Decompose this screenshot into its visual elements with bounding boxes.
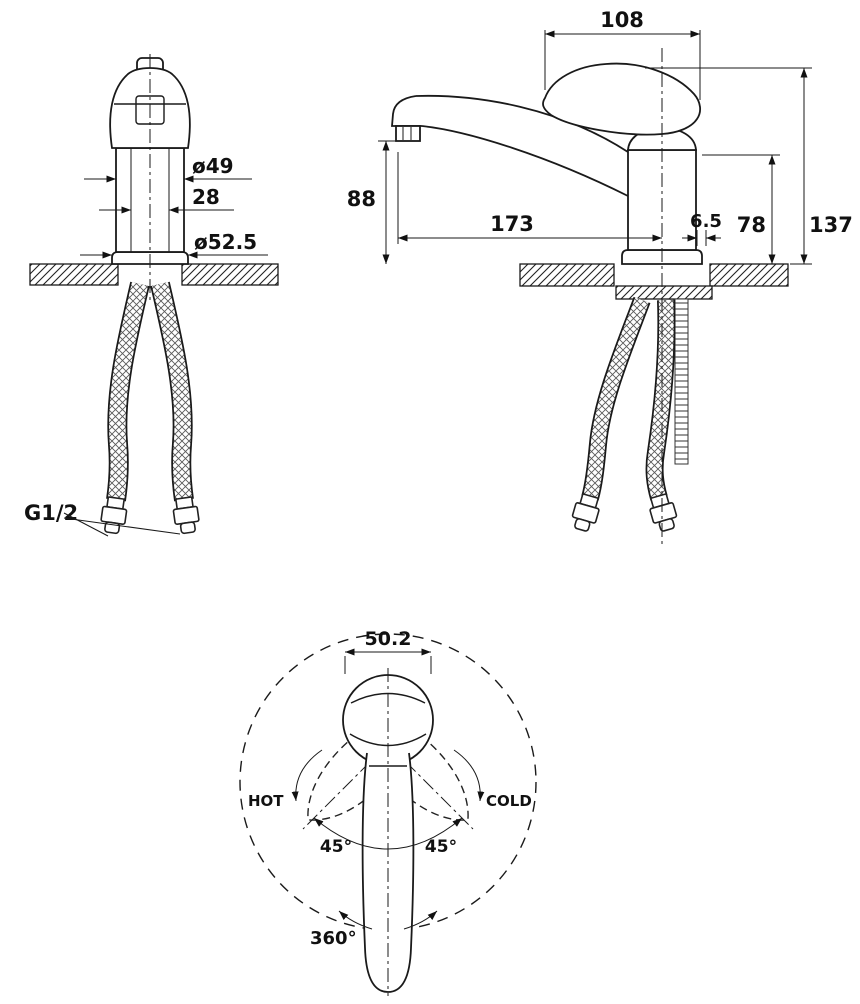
dim-cartridge-width: 28 xyxy=(192,185,220,209)
front-view: ø49 28 ø52.5 G1/2 xyxy=(24,54,279,537)
dim-body-height: 78 xyxy=(737,213,766,237)
faucet-side xyxy=(391,62,703,265)
hose-fitting xyxy=(98,495,129,536)
dim-handle-width: 50.2 xyxy=(365,628,412,650)
top-dimensions: 50.2 HOT COLD 45° 45° 360° xyxy=(248,628,532,949)
cold-label: COLD xyxy=(486,792,532,810)
hot-direction-arrow xyxy=(291,749,323,802)
spout-lower-edge xyxy=(421,125,629,197)
side-view: 108 88 173 6.5 78 137 xyxy=(347,8,853,545)
aerator xyxy=(395,125,421,142)
cold-direction-arrow xyxy=(453,749,485,802)
angle-right-label: 45° xyxy=(425,837,457,857)
hose-fitting xyxy=(568,491,603,534)
hose-fitting xyxy=(171,495,202,536)
front-dimensions: ø49 28 ø52.5 G1/2 xyxy=(24,154,268,537)
rotation-arrow-right xyxy=(403,910,438,930)
threaded-stud xyxy=(674,298,689,465)
dim-handle-length: 108 xyxy=(600,8,644,32)
side-dimensions: 108 88 173 6.5 78 137 xyxy=(347,8,853,265)
dim-total-height: 137 xyxy=(809,213,853,237)
spout-upper-edge xyxy=(415,94,629,153)
rotation-label: 360° xyxy=(310,928,357,949)
countertop-front xyxy=(29,263,279,286)
mounting-washer xyxy=(615,285,713,300)
spout-head xyxy=(391,95,422,127)
dim-spout-height: 88 xyxy=(347,187,376,211)
handle-stem xyxy=(361,752,415,993)
dim-offset: 6.5 xyxy=(690,211,722,232)
dim-spout-reach: 173 xyxy=(490,212,534,236)
hose-fitting xyxy=(646,491,681,534)
dim-base-diameter: ø52.5 xyxy=(194,230,257,254)
supply-hoses-front xyxy=(98,281,202,536)
top-view: 50.2 HOT COLD 45° 45° 360° xyxy=(239,628,537,996)
angle-left-label: 45° xyxy=(320,837,352,857)
dim-body-diameter: ø49 xyxy=(192,154,234,178)
handle-lever xyxy=(542,62,701,136)
thread-size-label: G1/2 xyxy=(24,501,78,525)
rotation-arrow-left xyxy=(338,910,373,930)
supply-hoses-side xyxy=(568,296,681,534)
swing-arc xyxy=(313,817,463,850)
hot-label: HOT xyxy=(248,792,284,810)
countertop-side xyxy=(519,263,789,300)
